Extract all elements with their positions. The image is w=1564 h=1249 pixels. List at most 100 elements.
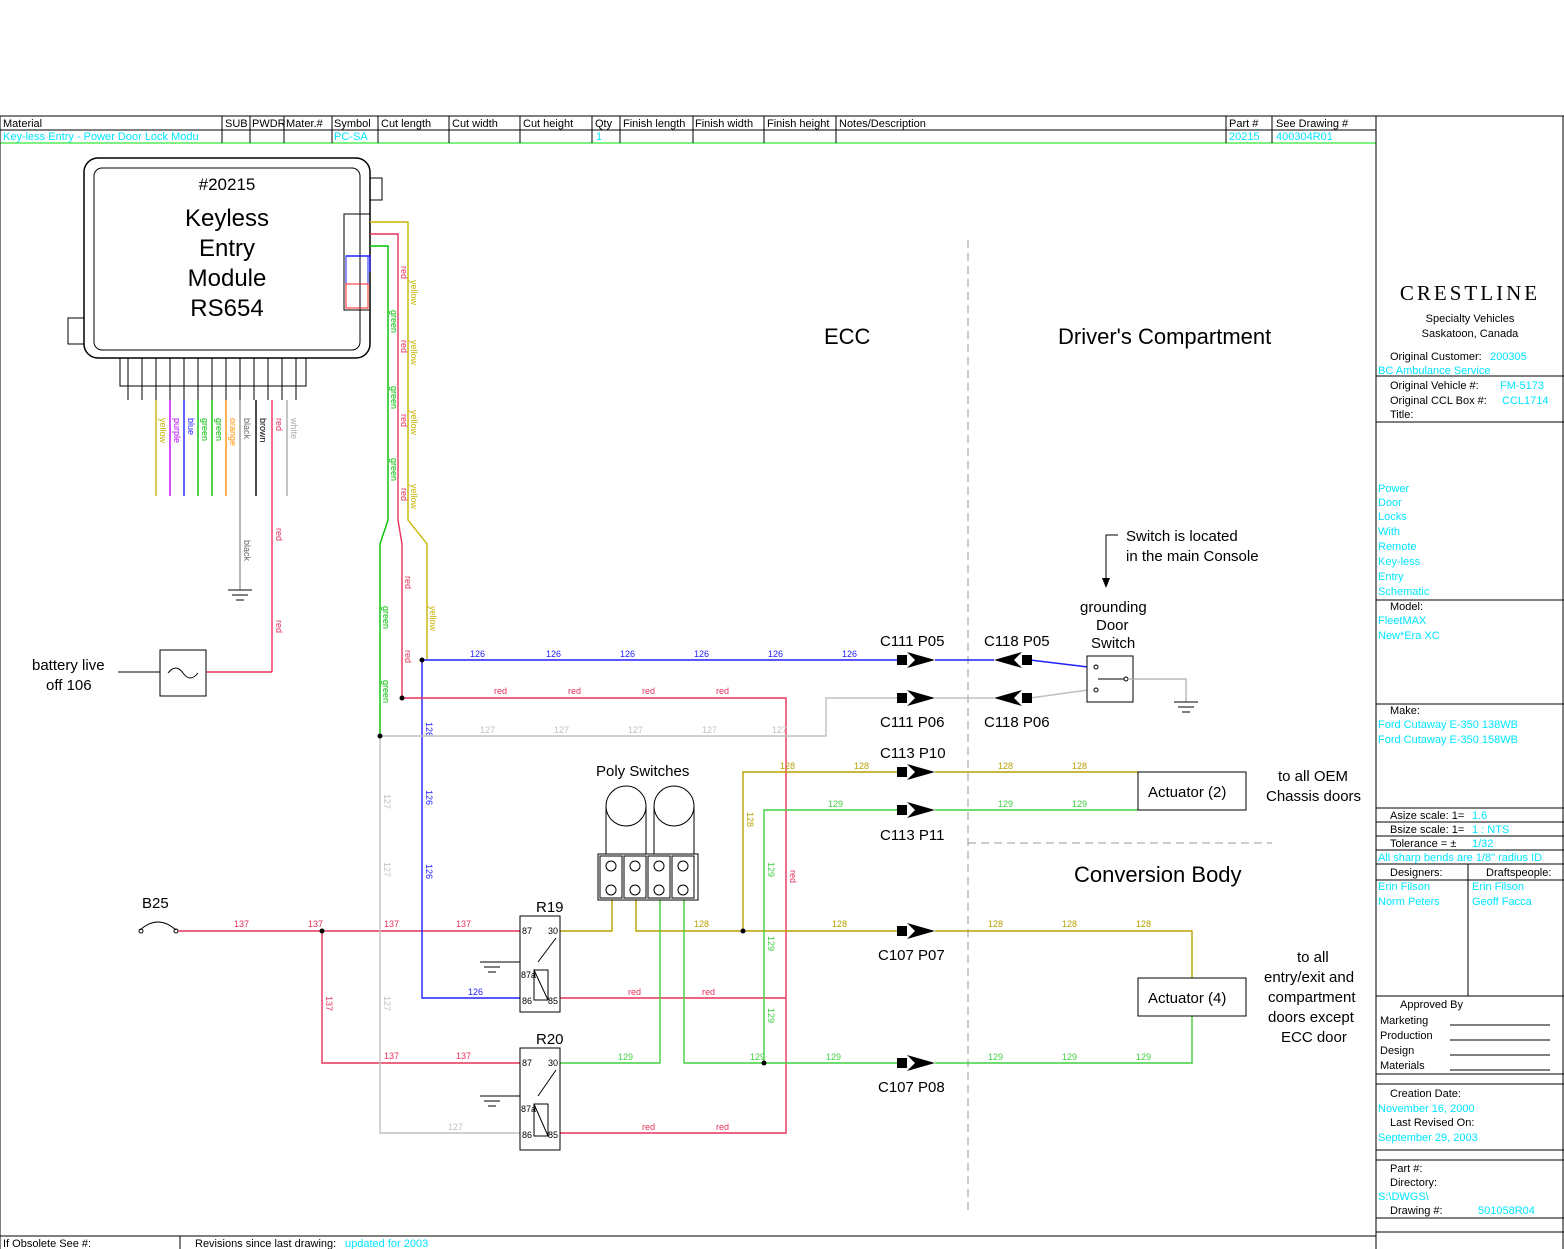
w129-j: 129 bbox=[988, 1052, 1003, 1062]
cust-name: BC Ambulance Service bbox=[1378, 365, 1491, 377]
battery-feed: battery live off 106 bbox=[32, 649, 272, 697]
poly-label: Poly Switches bbox=[596, 763, 689, 780]
revised: September 29, 2003 bbox=[1378, 1132, 1478, 1144]
side-red-3: red bbox=[399, 414, 409, 427]
w127-b: 127 bbox=[554, 725, 569, 735]
w137-c: 137 bbox=[384, 919, 399, 929]
relay-r20: R20 87 30 87a 86 85 bbox=[480, 1031, 564, 1151]
r20-30: 30 bbox=[548, 1058, 558, 1068]
poly-switches: Poly Switches bbox=[596, 763, 699, 901]
c118-p05: C118 P05 bbox=[984, 633, 1050, 650]
drafter-1: Erin Filson bbox=[1472, 881, 1524, 893]
r20-86: 86 bbox=[522, 1130, 532, 1140]
title-line-7: Entry bbox=[1378, 571, 1404, 583]
row-see-drawing: 400304R01 bbox=[1276, 131, 1333, 143]
cust-no: 200305 bbox=[1490, 351, 1527, 363]
pin-green1: green bbox=[200, 418, 210, 441]
wred-i: red bbox=[716, 1122, 729, 1132]
w129-c: 129 bbox=[1072, 799, 1087, 809]
wred-d: red bbox=[716, 686, 729, 696]
ground-icon bbox=[228, 589, 252, 601]
r19-87a: 87a bbox=[521, 970, 536, 980]
c113-p10: C113 P10 bbox=[880, 745, 946, 762]
revised-label: Last Revised On: bbox=[1390, 1117, 1474, 1129]
designers-label: Designers: bbox=[1390, 867, 1443, 879]
model-2: New*Era XC bbox=[1378, 630, 1440, 642]
connectors: C111 P05 C118 P05 C111 P06 C118 P06 C113… bbox=[878, 633, 1050, 1096]
w127-g: 127 bbox=[382, 862, 392, 877]
row-part: 20215 bbox=[1229, 131, 1260, 143]
battery-line1: battery live bbox=[32, 657, 105, 674]
w128-i: 128 bbox=[1062, 919, 1077, 929]
w128-h: 128 bbox=[988, 919, 1003, 929]
w126-c: 126 bbox=[620, 649, 635, 659]
w129-h: 129 bbox=[750, 1052, 765, 1062]
designer-1: Erin Filson bbox=[1378, 881, 1430, 893]
oem-1: to all OEM bbox=[1278, 768, 1348, 785]
w129-g: 129 bbox=[618, 1052, 633, 1062]
wire-red: red red red red red red red red red bbox=[399, 686, 798, 1134]
wire-126: 126 126 126 126 126 126 126 126 126 126 bbox=[419, 649, 1089, 999]
actuator-2: Actuator (2) bbox=[1148, 784, 1226, 801]
w126-f: 126 bbox=[842, 649, 857, 659]
w129-f: 129 bbox=[766, 1008, 776, 1023]
created-label: Creation Date: bbox=[1390, 1088, 1461, 1100]
w129-b: 129 bbox=[998, 799, 1013, 809]
make-1: Ford Cutaway E-350 138WB bbox=[1378, 719, 1518, 731]
w137-f: 137 bbox=[384, 1051, 399, 1061]
veh: FM-5173 bbox=[1500, 380, 1544, 392]
part-label: Part #: bbox=[1390, 1163, 1422, 1175]
appr-marketing: Marketing bbox=[1380, 1015, 1428, 1027]
zone-conversion: Conversion Body bbox=[1074, 862, 1242, 887]
c107-p07: C107 P07 bbox=[878, 947, 945, 964]
w126-j: 126 bbox=[468, 987, 483, 997]
r20-87a: 87a bbox=[521, 1104, 536, 1114]
w127-c: 127 bbox=[628, 725, 643, 735]
keyless-module: #20215 Keyless Entry Module RS654 bbox=[67, 157, 383, 387]
w127-f: 127 bbox=[382, 794, 392, 809]
wire-129: 129 129 129 129 129 129 129 129 129 129 … bbox=[560, 799, 1193, 1066]
side-green-5: green bbox=[381, 680, 391, 703]
dir-label: Directory: bbox=[1390, 1177, 1437, 1189]
tol-label: Tolerance = ± bbox=[1390, 838, 1456, 850]
zone-driver: Driver's Compartment bbox=[1058, 324, 1271, 349]
w126-g: 126 bbox=[424, 722, 434, 737]
appr-design: Design bbox=[1380, 1045, 1414, 1057]
switch-ground-icon bbox=[1174, 701, 1198, 713]
side-green-1: green bbox=[389, 310, 399, 333]
door-switch: Switch is located in the main Console gr… bbox=[1080, 528, 1259, 713]
wire-127: 127 127 127 127 127 127 127 127 127 bbox=[377, 689, 1089, 1134]
w137-e: 137 bbox=[324, 996, 334, 1011]
r20-85: 85 bbox=[548, 1130, 558, 1140]
obsolete-label: If Obsolete See #: bbox=[3, 1238, 91, 1249]
created: November 16, 2000 bbox=[1378, 1103, 1475, 1115]
side-red-6: red bbox=[403, 650, 413, 663]
r19-label: R19 bbox=[536, 899, 564, 916]
hdr-qty: Qty bbox=[595, 118, 613, 130]
dwg: 501058R04 bbox=[1478, 1205, 1535, 1217]
c113-p11: C113 P11 bbox=[880, 827, 945, 844]
module-pin-wires: yellow purple blue green green orange bl… bbox=[127, 358, 299, 672]
w127-i: 127 bbox=[448, 1122, 463, 1132]
actuators: Actuator (2) Actuator (4) to all OEM Cha… bbox=[1137, 768, 1361, 1046]
side-yellow-5: yellow bbox=[428, 606, 438, 632]
ent-2: entry/exit and bbox=[1264, 969, 1354, 986]
switch-g3: Switch bbox=[1091, 635, 1135, 652]
black-label: black bbox=[242, 540, 252, 562]
wred-g: red bbox=[702, 987, 715, 997]
w137-d: 137 bbox=[456, 919, 471, 929]
w128-e: 128 bbox=[745, 812, 755, 827]
title-line-5: Remote bbox=[1378, 541, 1417, 553]
w129-i: 129 bbox=[826, 1052, 841, 1062]
module-line2: Entry bbox=[199, 235, 255, 262]
hdr-cut-width: Cut width bbox=[452, 118, 498, 130]
w127-e: 127 bbox=[772, 725, 787, 735]
c107-p08: C107 P08 bbox=[878, 1079, 945, 1096]
row-qty: 1 bbox=[596, 131, 602, 143]
c118-p06: C118 P06 bbox=[984, 714, 1050, 731]
hdr-finish-width: Finish width bbox=[695, 118, 753, 130]
hdr-finish-height: Finish height bbox=[767, 118, 829, 130]
make-2: Ford Cutaway E-350 158WB bbox=[1378, 734, 1518, 746]
w137-g: 137 bbox=[456, 1051, 471, 1061]
hdr-part: Part # bbox=[1229, 118, 1259, 130]
